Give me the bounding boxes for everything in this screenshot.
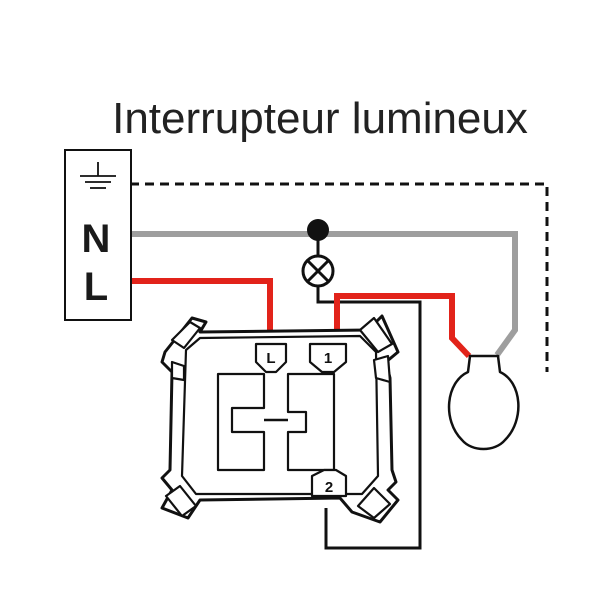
light-bulb-icon (447, 354, 520, 451)
contact-plate-left (216, 372, 266, 472)
terminal-2-housing (310, 468, 348, 498)
clip-bottom-left (164, 484, 198, 518)
supply-block (64, 149, 132, 321)
switched-live-wire (334, 293, 472, 359)
terminal-2-label: 2 (325, 479, 333, 496)
terminal-l-label: L (266, 350, 275, 367)
neutral-label: N (82, 217, 111, 261)
indicator-lamp-icon (301, 254, 335, 288)
earth-wire (130, 182, 549, 372)
live-wire (130, 278, 273, 336)
terminal-l-housing (254, 342, 288, 374)
clip-top-left (170, 320, 202, 350)
terminal-1-label: 1 (324, 350, 332, 367)
contact-plate-right (286, 372, 336, 472)
live-label: L (84, 265, 108, 309)
notch-left-upper (170, 360, 186, 382)
diagram-title: Interrupteur lumineux (112, 94, 528, 143)
notch-right-upper (372, 354, 392, 384)
clip-top-right (358, 316, 394, 354)
switch-wire (316, 286, 422, 550)
clip-bottom-right (356, 486, 392, 520)
switch-mechanism: L 1 2 (160, 314, 400, 524)
terminal-1-housing (308, 342, 348, 374)
earth-symbol-icon (80, 162, 116, 189)
